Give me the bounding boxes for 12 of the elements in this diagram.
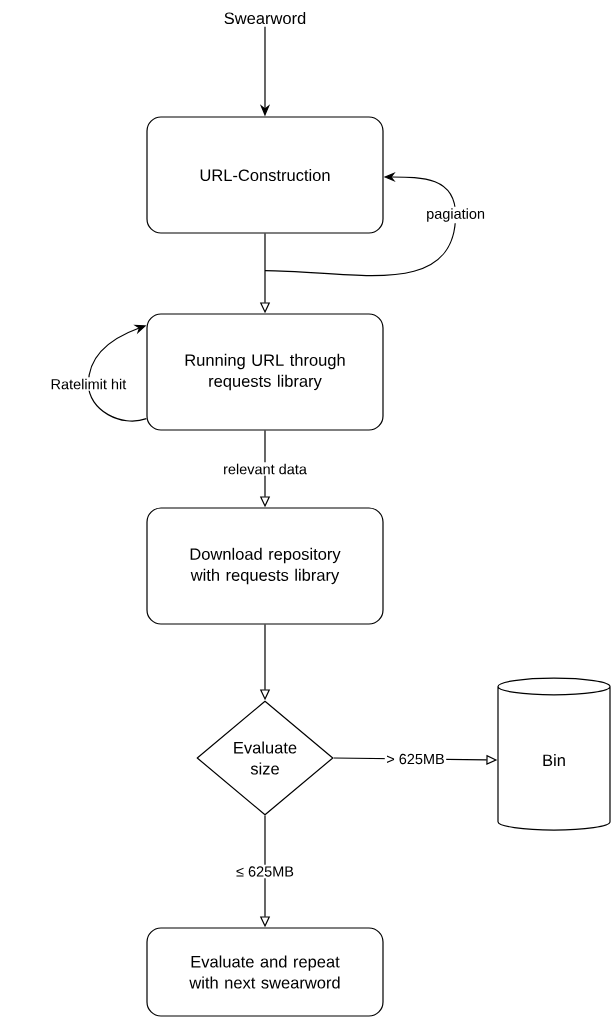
edge-label: ≤ 625MB xyxy=(234,864,296,879)
start-label: Swearword xyxy=(224,11,306,25)
storage-cylinder: Bin xyxy=(497,677,611,831)
process-box: URL-Construction xyxy=(146,116,384,234)
arrow xyxy=(87,324,147,422)
edge-label: Ratelimit hit xyxy=(49,377,128,391)
edge-label: relevant data xyxy=(221,462,309,476)
process-box: Running URL through requests library xyxy=(146,313,384,431)
edge-label: pagiation xyxy=(424,206,487,224)
process-box: Download repository with requests library xyxy=(146,507,384,625)
process-box: Evaluate and repeat with next swearword xyxy=(146,927,384,1017)
edge-label: > 625MB xyxy=(384,752,447,766)
